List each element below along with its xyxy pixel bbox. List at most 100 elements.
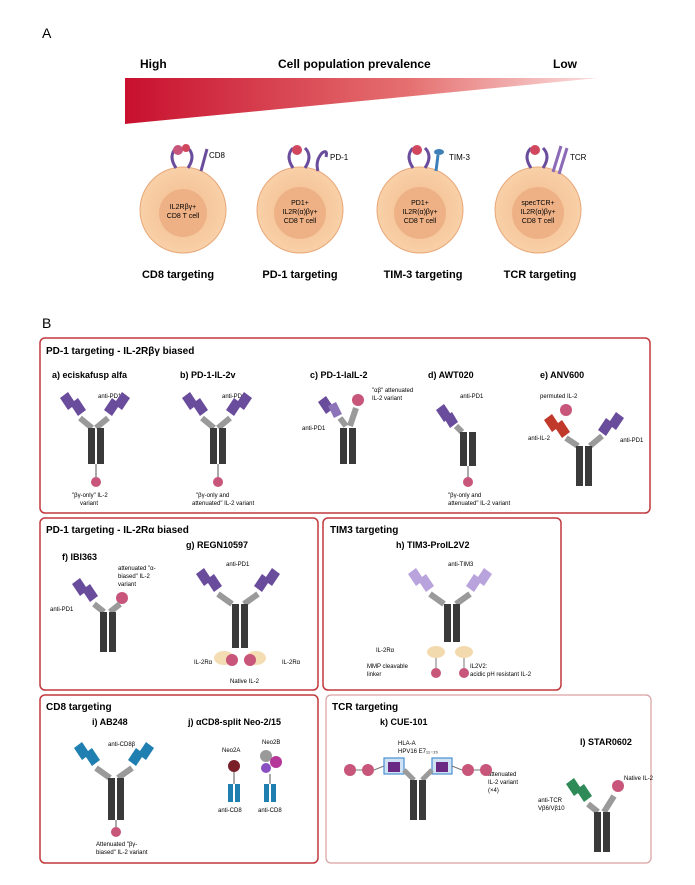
cell-pd1-line1: PD1+ [291,200,309,207]
antibody-f [72,578,128,652]
caption-tim3-targeting: TIM-3 targeting [384,269,463,281]
cell-pd1: PD-1 PD1+ IL2R(α)βγ+ CD8 T cell PD-1 tar… [256,145,349,281]
cell-tim3-line1: PD1+ [411,200,429,207]
box-tcr-title: TCR targeting [332,702,398,713]
item-e-name: e) ANV600 [540,370,584,380]
item-c-name: c) PD-1-laIL-2 [310,370,368,380]
split-neo-j [228,750,282,802]
item-h-left2-1: MMP cleavable [367,664,409,670]
item-d-bottom-2: attenuated" IL-2 variant [448,501,511,507]
item-f-side-label: anti-PD1 [50,607,74,613]
antibody-h [408,568,492,678]
box-cd8 [39,694,319,864]
item-k-top-2: HPV16 E7₁₁₋₂₀ [398,749,439,755]
box-tcr [325,694,652,864]
cell-tcr-line2: IL2R(α)βγ+ [520,209,555,216]
antibody-i [74,742,154,837]
item-e-top-label: permuted IL-2 [540,394,578,400]
cell-tcr: TCR specTCR+ IL2R(α)βγ+ CD8 T cell TCR t… [494,145,587,281]
box-pd1-il2rbg [39,337,651,514]
item-c-top-2: IL-2 variant [372,396,402,402]
item-f-top-2: biased" IL-2 [118,574,150,580]
item-h-top-label: anti-TIM3 [448,562,474,568]
item-h-left2-2: linker [367,672,381,678]
gradient-title: Cell population prevalence [278,57,431,71]
item-j-name: j) αCD8-split Neo-2/15 [187,717,281,727]
item-h-right-1: IL2V2: [470,664,488,670]
item-j-left-label: Neo2A [222,748,240,754]
item-j-br-label: anti-CD8 [258,808,282,814]
cell-tim3-receptor-label: TIM-3 [449,153,470,162]
panel-b-letter: B [42,315,51,331]
item-h-left-label: IL-2Rα [376,648,395,654]
item-l-side-1: anti-TCR [538,798,563,804]
item-c-top-1: "αβ" attenuated [372,388,413,394]
item-f-top-3: variant [118,582,136,588]
item-e-right-label: anti-PD1 [620,438,644,444]
cell-cd8: CD8 IL2Rβγ+ CD8 T cell CD8 targeting [139,144,227,281]
gradient-low-label: Low [553,57,578,71]
item-j-right-label: Neo2B [262,740,280,746]
item-d-name: d) AWT020 [428,370,474,380]
caption-cd8-targeting: CD8 targeting [142,269,214,281]
item-c-side-label: anti-PD1 [302,426,326,432]
cell-cd8-receptor-label: CD8 [209,151,226,160]
item-h-right-2: acidic pH resistant IL-2 [470,672,532,678]
box-pd1-il2ra-title: PD-1 targeting - IL-2Rα biased [46,525,189,536]
box-pd1-il2rbg-title: PD-1 targeting - IL-2Rβγ biased [46,346,194,357]
cell-pd1-line3: CD8 T cell [284,218,317,225]
item-l-name: l) STAR0602 [580,737,632,747]
cell-pd1-line2: IL2R(α)βγ+ [282,209,317,216]
antibody-d [436,404,476,487]
antibody-a [60,392,130,487]
item-k-top-1: HLA-A [398,741,416,747]
item-b-bottom-2: attenuated" IL-2 variant [192,501,255,507]
antibody-c [318,394,364,464]
caption-tcr-targeting: TCR targeting [504,269,577,281]
cell-pd1-receptor-label: PD-1 [330,153,349,162]
cell-tcr-line3: CD8 T cell [522,218,555,225]
item-i-bottom-2: biased" IL-2 variant [96,850,148,856]
cell-tim3-line2: IL2R(α)βγ+ [402,209,437,216]
item-f-name: f) IBI363 [62,552,97,562]
cell-cd8-line1: IL2Rβγ+ [170,204,196,211]
item-d-bottom-1: "βγ-only and [448,493,481,499]
item-h-name: h) TIM3-ProIL2V2 [396,540,470,550]
panel-a-letter: A [42,25,52,41]
item-j-bl-label: anti-CD8 [218,808,242,814]
antibody-e [544,404,624,486]
cell-tcr-receptor-label: TCR [570,153,587,162]
item-i-top-label: anti-CD8β [108,742,136,748]
item-b-bottom-1: "βγ-only and [196,493,229,499]
construct-k [344,757,492,820]
item-i-name: i) AB248 [92,717,128,727]
item-l-top-label: Native IL-2 [624,776,654,782]
box-cd8-title: CD8 targeting [46,702,112,713]
item-b-name: b) PD-1-IL-2v [180,370,236,380]
cell-cd8-line2: CD8 T cell [167,213,200,220]
item-l-side-2: Vβ6/Vβ10 [538,806,565,812]
box-pd1-il2ra [39,517,319,691]
item-g-bottom-label: Native IL-2 [230,679,260,685]
item-b-top-label: anti-PD1 [222,394,246,400]
item-f-top-1: attenuated "α- [118,566,156,572]
cell-tim3: TIM-3 PD1+ IL2R(α)βγ+ CD8 T cell TIM-3 t… [376,145,470,281]
antibody-b [182,392,252,487]
box-tim3-title: TIM3 targeting [330,525,398,536]
item-g-left-label: IL-2Rα [194,660,213,666]
box-tim3 [322,517,562,691]
gradient-high-label: High [140,57,167,71]
item-k-right-2: IL-2 variant [488,780,518,786]
item-g-name: g) REGN10597 [186,540,248,550]
caption-pd1-targeting: PD-1 targeting [262,269,337,281]
item-k-right-3: (×4) [488,788,499,794]
item-a-name: a) eciskafusp alfa [52,370,128,380]
item-a-top-label: anti-PD1 [98,394,122,400]
item-k-right-1: attenuated [488,772,516,778]
item-k-name: k) CUE-101 [380,717,428,727]
item-e-left-label: anti-IL-2 [528,436,551,442]
cell-tim3-line3: CD8 T cell [404,218,437,225]
prevalence-gradient-wedge [125,78,598,124]
antibody-g [196,568,280,666]
